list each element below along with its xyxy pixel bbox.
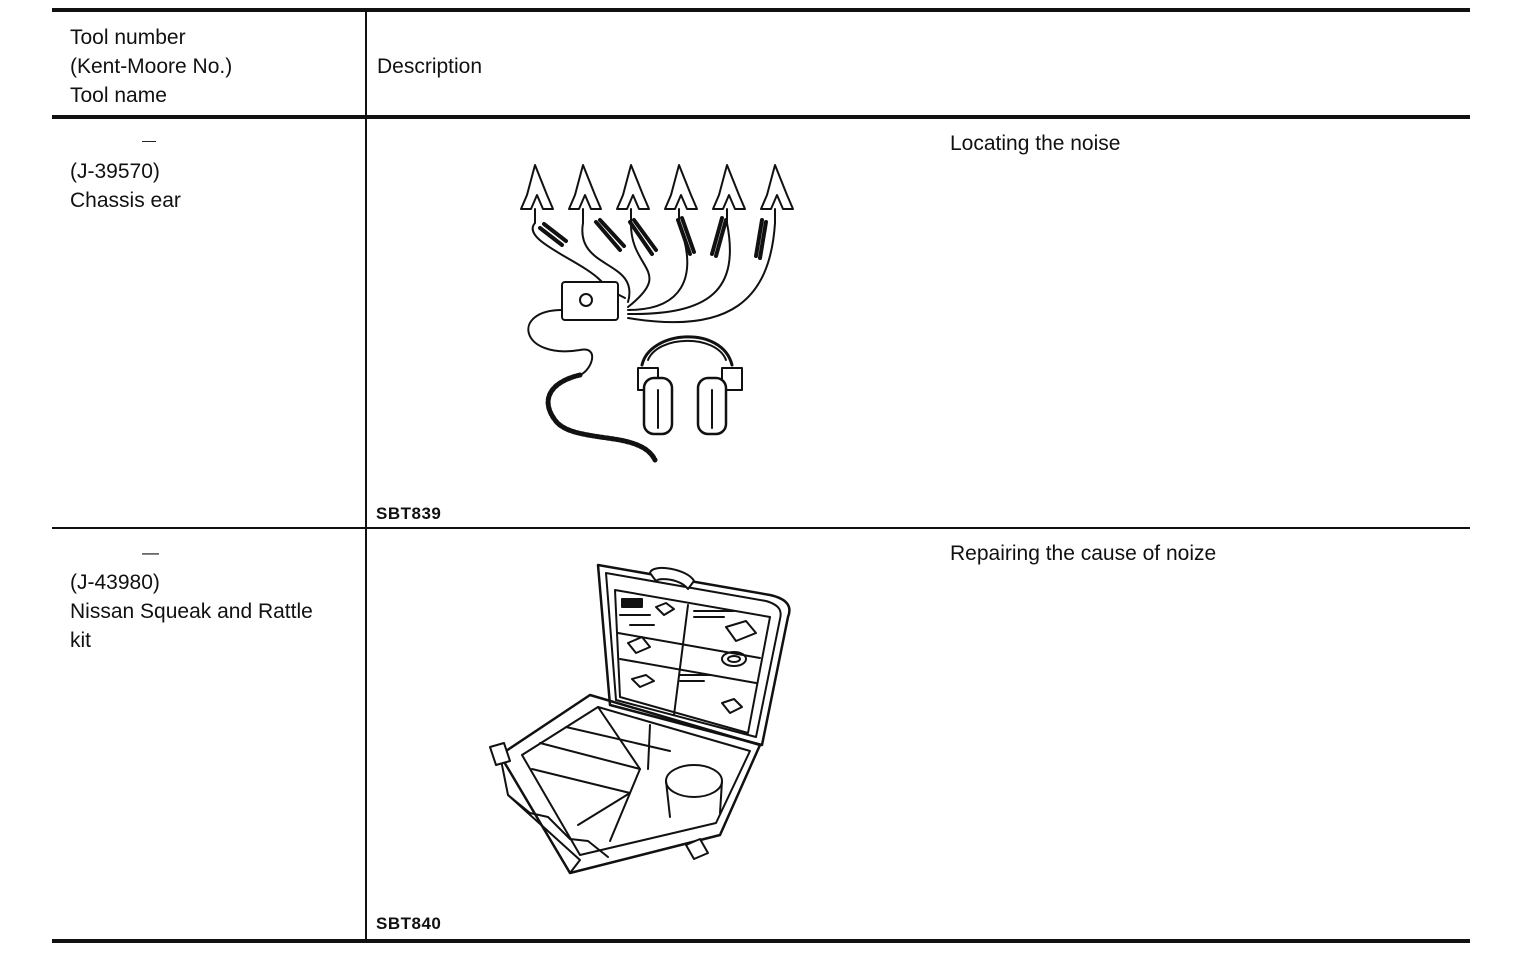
row2-tool-name-line2: kit	[70, 629, 91, 652]
row2-tool-number-dash: —	[142, 543, 159, 562]
squeak-rattle-kit-illustration	[489, 563, 791, 875]
row2-tool-name-line1: Nissan Squeak and Rattle	[70, 600, 313, 623]
row1-description: Locating the noise	[950, 132, 1121, 155]
table-bottom-border	[52, 939, 1470, 943]
row1-figure-code: SBT839	[376, 504, 442, 523]
row1-tool-name: Chassis ear	[70, 189, 181, 212]
header-tool-number: Tool number	[70, 26, 186, 49]
row1-kent-moore-number: (J-39570)	[70, 160, 160, 183]
column-divider	[365, 10, 367, 942]
header-bottom-border	[52, 115, 1470, 119]
header-description: Description	[377, 55, 483, 78]
row2-kent-moore-number: (J-43980)	[70, 571, 160, 594]
row2-figure-code: SBT840	[376, 914, 442, 933]
row-divider	[52, 527, 1470, 529]
chassis-ear-illustration	[520, 164, 794, 463]
row2-description: Repairing the cause of noize	[950, 542, 1217, 565]
row1-tool-number-dash: —	[142, 132, 156, 148]
table-top-border	[52, 8, 1470, 12]
header-kent-moore: (Kent-Moore No.)	[70, 55, 233, 78]
header-tool-name: Tool name	[70, 84, 167, 107]
